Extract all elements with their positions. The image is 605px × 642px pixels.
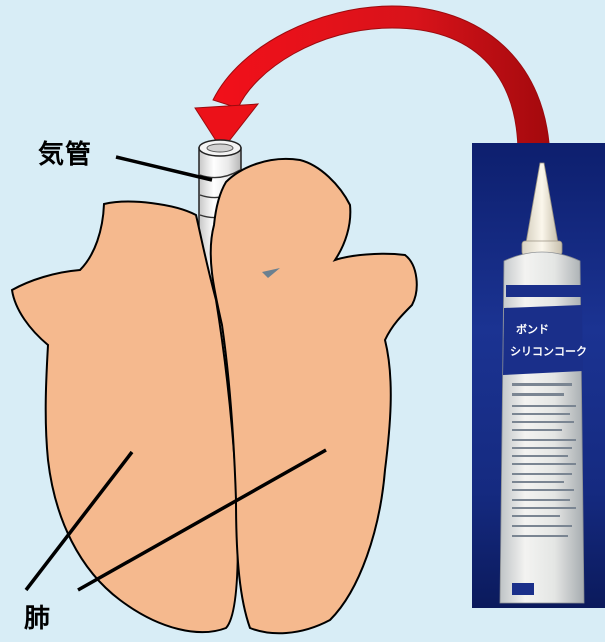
caulk-tube-illustration: ボンド シリコンコーク bbox=[472, 143, 605, 608]
product-name-text: シリコンコーク bbox=[510, 345, 587, 358]
product-brand-text: ボンド bbox=[516, 322, 549, 336]
trachea-label: 気管 bbox=[38, 134, 92, 171]
curved-red-arrow bbox=[195, 6, 550, 160]
right-lung bbox=[211, 159, 417, 633]
silicone-caulk-photo: ボンド シリコンコーク bbox=[472, 143, 605, 608]
lung-label: 肺 bbox=[24, 598, 51, 635]
left-lung bbox=[12, 202, 238, 632]
trachea-pointer-line bbox=[116, 157, 212, 180]
